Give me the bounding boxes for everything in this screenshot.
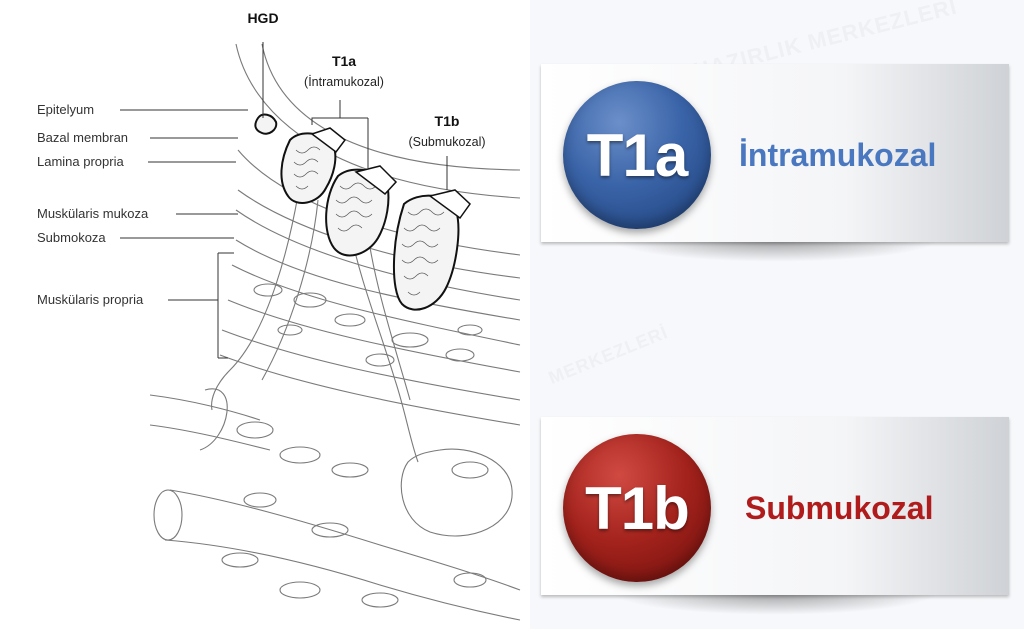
stage-label-t1b: T1b (435, 113, 460, 129)
layer-label-lamina-propria: Lamina propria (37, 154, 124, 169)
stage-badge-t1a: T1a (563, 81, 711, 229)
stage-card-t1a: T1a İntramukozal (541, 64, 1009, 262)
stage-label-hgd: HGD (247, 10, 278, 26)
stage-sublabel-t1b: (Submukozal) (408, 135, 485, 149)
stage-card-label-t1b: Submukozal (745, 490, 934, 526)
layer-label-epitelyum: Epitelyum (37, 102, 94, 117)
watermark-text-2: MERKEZLERİ (545, 321, 671, 389)
stage-sublabel-t1a: (İntramukozal) (304, 75, 384, 89)
stage-card-t1b: T1b Submukozal (541, 417, 1009, 615)
layer-label-muskularis-mukoza: Muskülaris mukoza (37, 206, 149, 221)
stage-label-t1a: T1a (332, 53, 356, 69)
tissue-layer-diagram: HGD T1a (İntramukozal) T1b (Submukozal) … (37, 10, 521, 621)
layer-label-muskularis-propria: Muskülaris propria (37, 292, 144, 307)
layer-label-bazal-membran: Bazal membran (37, 130, 128, 145)
stage-badge-t1b: T1b (563, 434, 711, 582)
stage-card-label-t1a: İntramukozal (739, 137, 937, 173)
layer-label-submokoza: Submokoza (37, 230, 106, 245)
